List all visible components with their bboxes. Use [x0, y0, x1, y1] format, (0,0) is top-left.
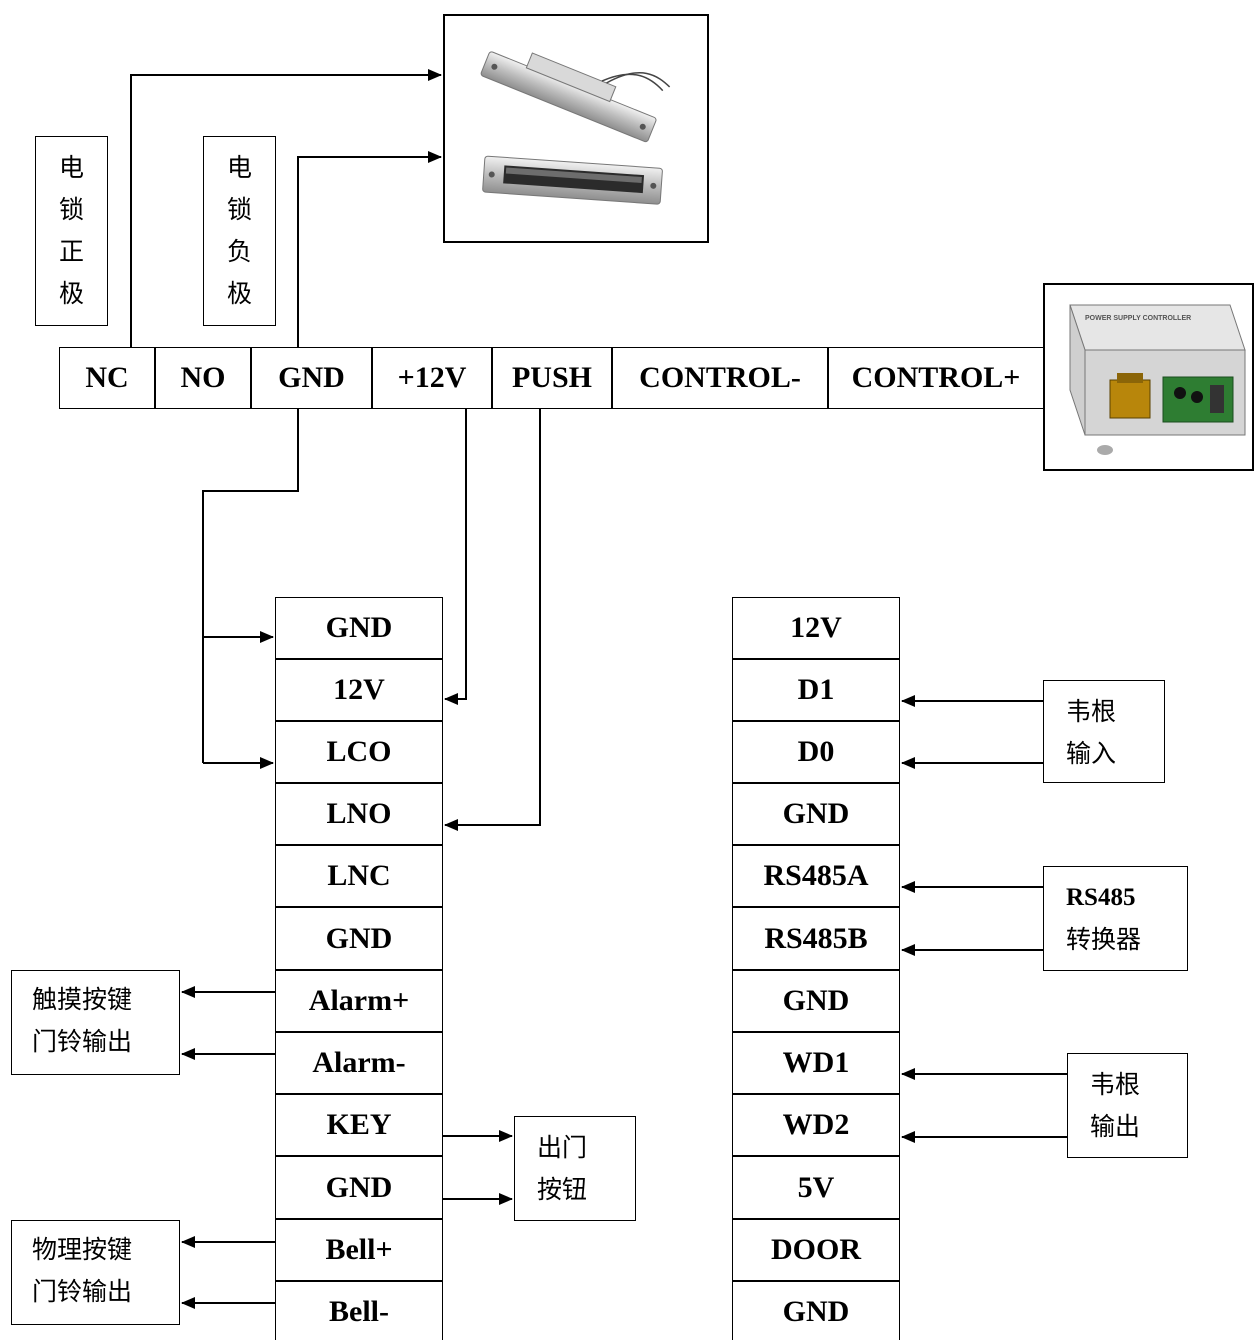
power-supply-image-box: POWER SUPPLY CONTROLLER — [1043, 283, 1254, 471]
top-terminal-nc: NC — [59, 347, 155, 409]
wiegand-output-note: 韦根 输出 — [1067, 1053, 1188, 1158]
top-terminal-gnd: GND — [251, 347, 372, 409]
lock-negative-char: 负 — [226, 237, 252, 266]
right-terminal-gnd: GND — [732, 783, 900, 845]
right-terminal-gnd: GND — [732, 970, 900, 1032]
power-supply-controller-image: POWER SUPPLY CONTROLLER — [1069, 304, 1246, 455]
lock-negative-char: 电 — [226, 153, 252, 182]
lock-positive-label: 电 锁 正 极 — [35, 136, 108, 326]
lock-negative-char: 锁 — [226, 195, 252, 224]
wiegand-input-note: 韦根 输入 — [1043, 680, 1165, 783]
wire-gnd-to-lock — [297, 151, 442, 347]
wire-nc-to-lock — [130, 69, 442, 347]
left-terminal-lno: LNO — [275, 783, 443, 845]
lock-negative-char: 极 — [226, 279, 252, 308]
right-terminal-door: DOOR — [732, 1219, 900, 1281]
left-terminal-gnd: GND — [275, 1156, 443, 1219]
note-line: 转换器 — [1066, 925, 1142, 954]
right-terminal-wd1: WD1 — [732, 1032, 900, 1094]
left-terminal-alarm-plus: Alarm+ — [275, 970, 443, 1032]
exit-button-note: 出门 按钮 — [514, 1116, 636, 1221]
left-terminal-bell-plus: Bell+ — [275, 1219, 443, 1281]
note-line: 按钮 — [537, 1175, 588, 1204]
top-terminal-push: PUSH — [492, 347, 612, 409]
rs485-converter-note: RS485 转换器 — [1043, 866, 1188, 971]
left-terminal-alarm-minus: Alarm- — [275, 1032, 443, 1094]
lock-positive-char: 正 — [58, 237, 84, 266]
note-line: 出门 — [537, 1133, 588, 1162]
lock-image-box — [443, 14, 709, 243]
electric-bolt-lock-image — [480, 51, 671, 205]
left-terminal-gnd: GND — [275, 907, 443, 970]
left-terminal-key: KEY — [275, 1094, 443, 1156]
top-terminal-control-plus: CONTROL+ — [828, 347, 1044, 409]
right-terminal-gnd: GND — [732, 1281, 900, 1340]
top-terminal-no: NO — [155, 347, 251, 409]
power-supply-label: POWER SUPPLY CONTROLLER — [1085, 315, 1191, 322]
touch-bell-output-note: 触摸按键 门铃输出 — [11, 970, 180, 1075]
lock-positive-char: 电 — [58, 153, 84, 182]
note-line: RS485 — [1066, 884, 1136, 911]
right-terminal-rs485a: RS485A — [732, 845, 900, 907]
right-terminal-12v: 12V — [732, 597, 900, 659]
wire-push-to-lno — [444, 409, 541, 831]
lock-positive-char: 锁 — [58, 195, 84, 224]
left-terminal-lco: LCO — [275, 721, 443, 783]
left-terminal-lnc: LNC — [275, 845, 443, 907]
left-terminal-bell-minus: Bell- — [275, 1281, 443, 1340]
lock-positive-char: 极 — [58, 279, 84, 308]
note-line: 韦根 — [1066, 697, 1117, 726]
note-line: 触摸按键 — [32, 985, 133, 1014]
note-line: 输入 — [1066, 739, 1117, 768]
note-line: 输出 — [1090, 1112, 1141, 1141]
note-line: 门铃输出 — [32, 1277, 133, 1306]
right-terminal-rs485b: RS485B — [732, 907, 900, 970]
wire-12v — [444, 409, 467, 705]
note-line: 物理按键 — [32, 1235, 133, 1264]
wire-gnd-to-controller — [202, 409, 299, 763]
physical-bell-output-note: 物理按键 门铃输出 — [11, 1220, 180, 1325]
right-terminal-d1: D1 — [732, 659, 900, 721]
note-line: 门铃输出 — [32, 1027, 133, 1056]
right-terminal-5v: 5V — [732, 1156, 900, 1219]
right-terminal-wd2: WD2 — [732, 1094, 900, 1156]
top-terminal-control-minus: CONTROL- — [612, 347, 828, 409]
left-terminal-12v: 12V — [275, 659, 443, 721]
note-line: 韦根 — [1090, 1070, 1141, 1099]
top-terminal-12v: +12V — [372, 347, 492, 409]
lock-negative-label: 电 锁 负 极 — [203, 136, 276, 326]
right-terminal-d0: D0 — [732, 721, 900, 783]
left-terminal-gnd: GND — [275, 597, 443, 659]
